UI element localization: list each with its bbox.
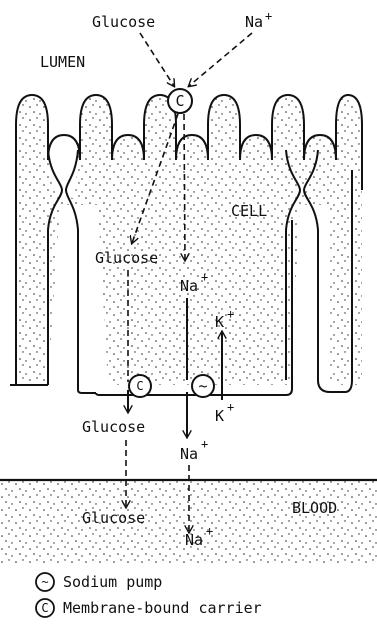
glucose-lumen-label: Glucose	[92, 13, 155, 31]
basal-carrier-symbol: C	[136, 379, 143, 393]
apical-carrier-symbol: C	[175, 92, 184, 110]
potassium-in-charge: +	[227, 307, 234, 321]
legend-carrier-text: Membrane-bound carrier	[63, 599, 262, 617]
sodium-lumen-charge: +	[265, 9, 272, 23]
sodium-blood-charge: +	[206, 524, 213, 538]
cell-label: CELL	[231, 202, 267, 220]
potassium-out-charge: +	[227, 400, 234, 414]
sodium-lumen-label: Na	[245, 13, 263, 31]
legend-pump-text: Sodium pump	[63, 573, 162, 591]
sodium-cell-label: Na	[180, 277, 198, 295]
sodium-cell-charge: +	[201, 270, 208, 284]
glucose-interstitial-label: Glucose	[82, 418, 145, 436]
potassium-in-label: K	[215, 313, 224, 331]
blood-label: BLOOD	[292, 499, 337, 517]
sodium-entry-arrow	[189, 33, 252, 86]
sodium-pump-symbol: ~	[198, 377, 207, 395]
sodium-interstitial-label: Na	[180, 445, 198, 463]
legend-carrier-symbol: C	[41, 601, 48, 615]
sodium-blood-label: Na	[185, 531, 203, 549]
lumen-label: LUMEN	[40, 53, 85, 71]
sodium-interstitial-charge: +	[201, 437, 208, 451]
legend-pump-symbol: ~	[41, 575, 48, 589]
potassium-out-label: K	[215, 407, 224, 425]
blood-region	[0, 480, 377, 565]
sodium-cell-arrow	[184, 114, 185, 260]
glucose-entry-arrow	[140, 33, 174, 86]
glucose-blood-label: Glucose	[82, 509, 145, 527]
glucose-cell-label: Glucose	[95, 249, 158, 267]
